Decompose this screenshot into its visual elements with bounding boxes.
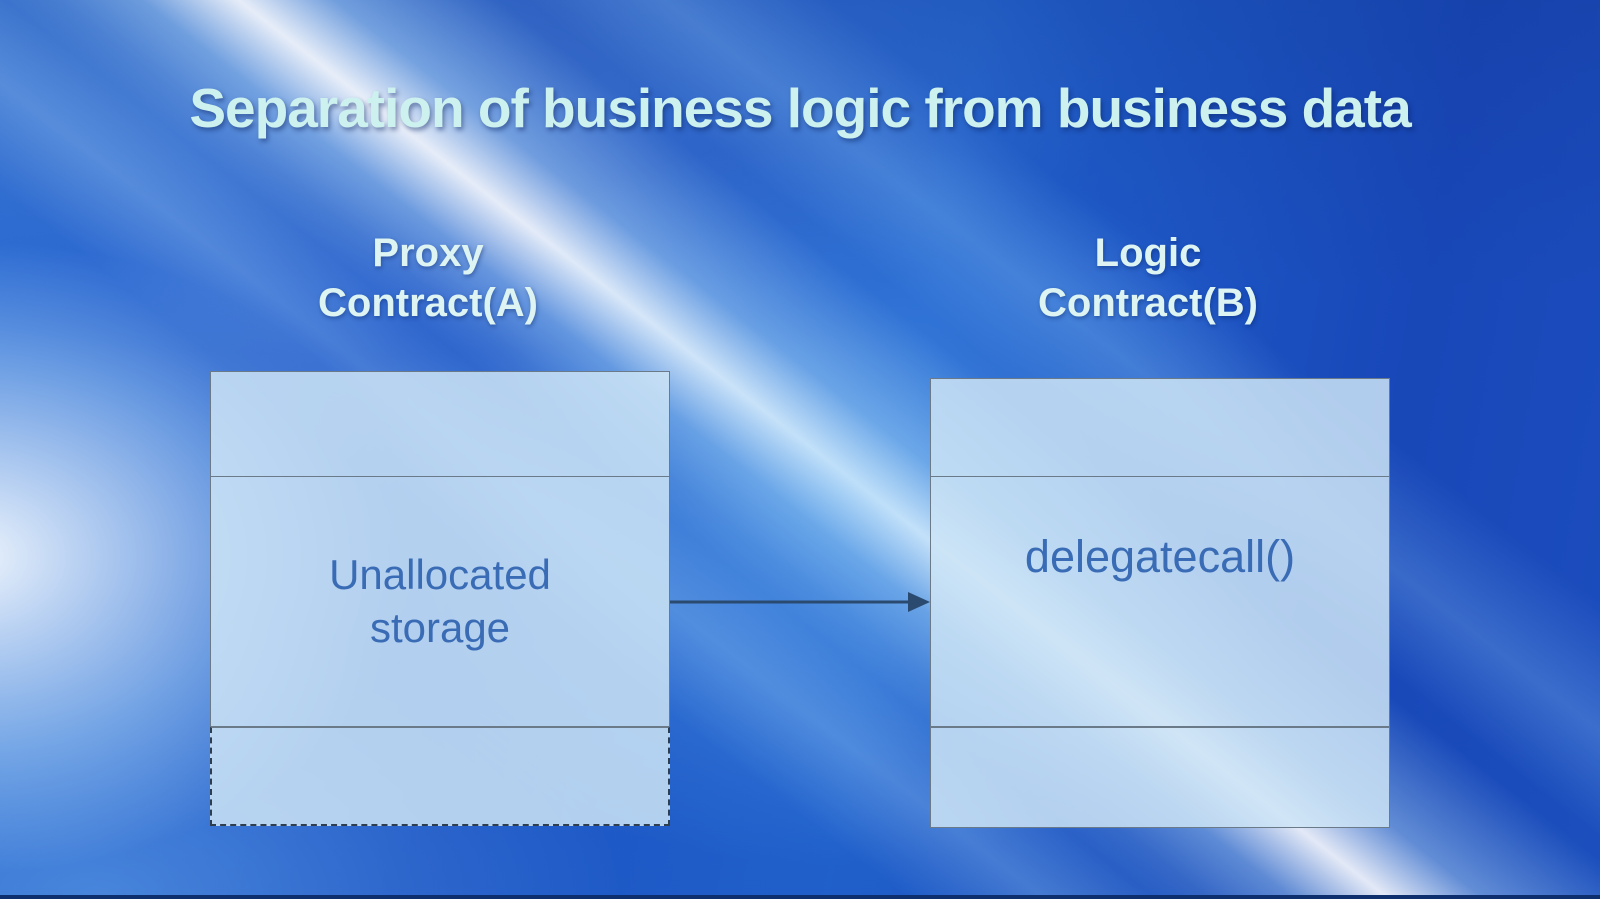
logic-contract-box: delegatecall() [930,378,1390,727]
unallocated-storage-text: Unallocated storage [329,551,551,651]
proxy-box-top-section [211,372,669,477]
logic-contract-label: Logic Contract(B) [1038,231,1258,325]
bottom-edge-strip [0,895,1600,899]
proxy-contract-box: Unallocated storage [210,371,670,727]
logic-box-code-section: delegatecall() [931,477,1389,726]
logic-box-top-section [931,379,1389,477]
proxy-box-storage-section: Unallocated storage [211,477,669,726]
proxy-box-dashed-section [210,727,670,826]
proxy-contract-label: Proxy Contract(A) [318,231,538,325]
delegatecall-text: delegatecall() [1024,531,1296,583]
slide-title: Separation of business logic from busine… [189,77,1411,139]
logic-box-bottom-section [930,727,1390,828]
delegatecall-arrow-icon [670,592,930,612]
